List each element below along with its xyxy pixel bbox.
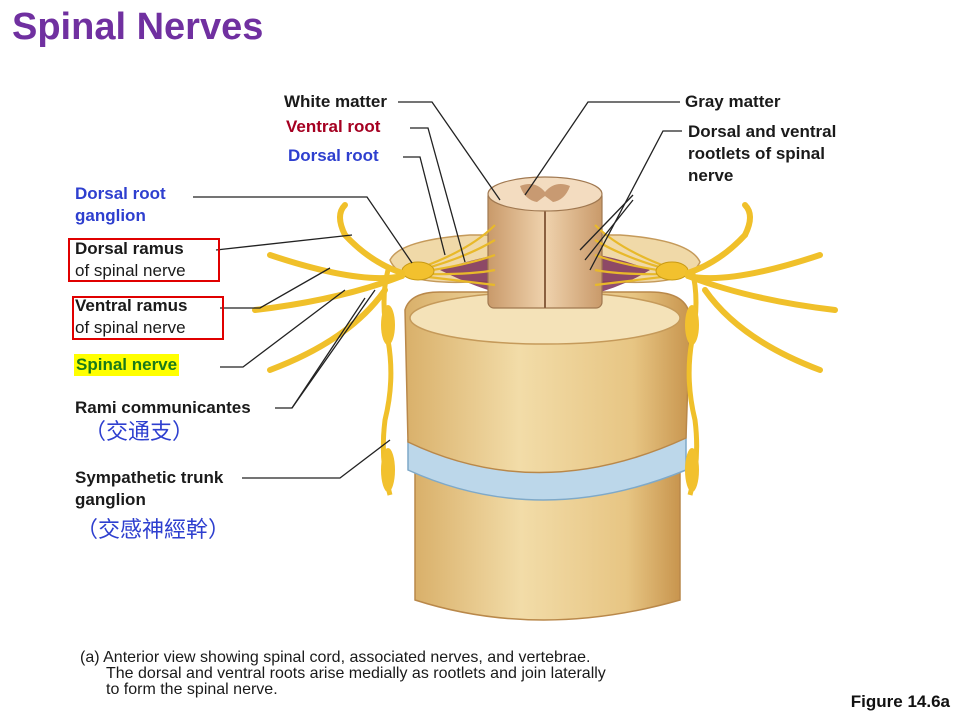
caption-line1: (a) Anterior view showing spinal cord, a…: [80, 649, 591, 666]
label-dorsal-ramus: Dorsal ramus of spinal nerve: [75, 238, 186, 282]
label-dorsal-ramus-line2: of spinal nerve: [75, 261, 186, 280]
label-dorsal-ramus-line1: Dorsal ramus: [75, 239, 184, 258]
highlight-box-ventral-ramus: [72, 296, 224, 340]
sympathetic-ganglion-left-2: [381, 448, 395, 492]
label-rootlets-line1: Dorsal and ventral: [688, 122, 837, 141]
sympathetic-ganglion-left: [381, 305, 395, 345]
label-sympathetic-line2: ganglion: [75, 490, 146, 509]
spinal-cord: [487, 176, 603, 309]
sympathetic-ganglion-right: [685, 305, 699, 345]
figure-number: Figure 14.6a: [850, 692, 950, 711]
vertebral-body-upper: [404, 291, 691, 474]
label-gray-matter: Gray matter: [685, 92, 781, 111]
label-sympathetic-cn: （交感神經幹）: [76, 518, 231, 543]
label-ventral-ramus-line2: of spinal nerve: [75, 318, 186, 337]
label-rami-communicantes: Rami communicantes: [75, 398, 251, 417]
label-rootlets-line2: rootlets of spinal: [688, 144, 825, 163]
label-drg-line2: ganglion: [75, 206, 146, 225]
figure-caption: (a) Anterior view showing spinal cord, a…: [80, 650, 606, 698]
label-ventral-ramus: Ventral ramus of spinal nerve: [75, 295, 187, 339]
label-dorsal-root: Dorsal root: [288, 146, 379, 165]
dorsal-root-ganglion-right: [655, 261, 689, 281]
label-rootlets: Dorsal and ventral rootlets of spinal ne…: [688, 121, 836, 187]
label-ventral-ramus-line1: Ventral ramus: [75, 296, 188, 315]
label-white-matter: White matter: [284, 92, 387, 111]
label-dorsal-root-ganglion: Dorsal root ganglion: [75, 183, 166, 227]
highlight-box-dorsal-ramus: [68, 238, 220, 282]
label-sympathetic-trunk-ganglion: Sympathetic trunk ganglion: [75, 467, 223, 511]
leader-lines: [193, 101, 682, 479]
label-rootlets-line3: nerve: [688, 166, 734, 185]
dorsal-root-ganglion-left: [401, 261, 435, 281]
label-drg-line1: Dorsal root: [75, 184, 166, 203]
label-ventral-root: Ventral root: [286, 117, 381, 136]
label-rami-communicantes-cn: （交通支）: [84, 420, 195, 445]
page-title: Spinal Nerves: [12, 6, 264, 48]
label-spinal-nerve: Spinal nerve: [74, 354, 180, 376]
sympathetic-ganglion-right-2: [685, 448, 699, 492]
caption-line3: to form the spinal nerve.: [106, 681, 278, 698]
label-sympathetic-line1: Sympathetic trunk: [75, 468, 224, 487]
caption-line2: The dorsal and ventral roots arise media…: [106, 665, 606, 682]
